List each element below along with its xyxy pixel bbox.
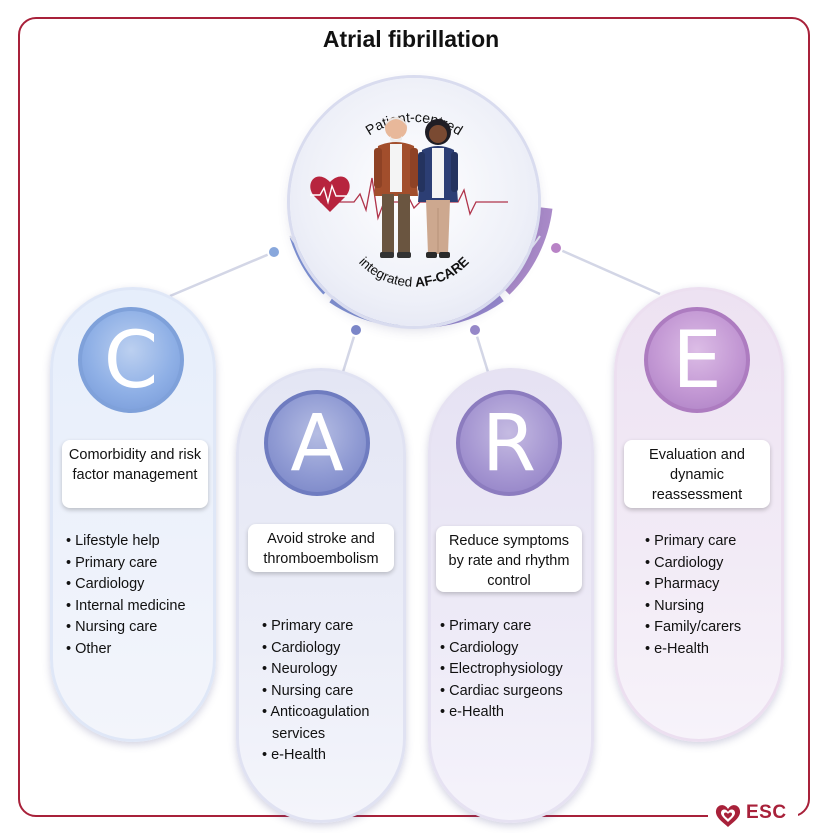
connector-dot-c — [267, 245, 281, 259]
list-item: • e-Health — [440, 704, 504, 720]
list-item: • Other — [66, 640, 112, 657]
arc-band-e — [500, 207, 553, 295]
letter-a-circle: A — [264, 390, 370, 496]
list-item: • Primary care — [645, 533, 737, 549]
list-item: • Neurology — [262, 661, 338, 677]
label-comorbidity: Comorbidity and risk factor management — [62, 440, 208, 508]
esc-logo-text: ESC — [746, 802, 787, 823]
list-item: • Primary care — [262, 618, 354, 634]
letter-e-circle: E — [644, 307, 750, 413]
list-item: • Nursing care — [66, 619, 158, 635]
esc-heart-logo-icon — [715, 805, 741, 827]
list-item: • Internal medicine — [66, 597, 186, 614]
diagram-title: Atrial fibrillation — [322, 26, 500, 52]
list-r: • Primary care • Cardiology • Electrophy… — [440, 616, 563, 724]
hub-bottom-text: integrated AF-CARE — [356, 254, 472, 290]
list-item: • Lifestyle help — [66, 533, 160, 549]
list-item: • Electrophysiology — [440, 661, 563, 677]
diagram-frame — [18, 17, 810, 817]
connector-dot-r — [468, 323, 482, 337]
list-item: • Cardiology — [645, 554, 724, 571]
list-item: • Primary care — [66, 554, 158, 571]
letter-c-circle: C — [78, 307, 184, 413]
esc-logo: ESC — [708, 798, 798, 832]
list-item: • Anticoagulation services — [262, 704, 370, 742]
label-avoid-stroke: Avoid stroke and thromboembolism — [248, 524, 394, 572]
list-item: • e-Health — [645, 640, 709, 657]
list-a: • Primary care • Cardiology • Neurology … — [262, 616, 402, 767]
list-item: • Cardiology — [440, 639, 519, 656]
letter-r-circle: R — [456, 390, 562, 496]
connector-dot-a — [349, 323, 363, 337]
list-item: • Family/carers — [645, 619, 742, 635]
list-item: • Pharmacy — [645, 576, 720, 592]
label-evaluation: Evaluation and dynamic reassessment — [624, 440, 770, 508]
patient-centred-hub: Patient-centred integrated AF-CARE — [290, 78, 538, 326]
heart-ecg-icon — [310, 176, 350, 212]
woman-figure — [418, 119, 458, 258]
label-reduce-symptoms: Reduce symptoms by rate and rhythm contr… — [436, 526, 582, 592]
list-item: • Cardiac surgeons — [440, 682, 563, 699]
svg-text:integrated AF-CARE: integrated AF-CARE — [356, 254, 472, 290]
connector-dot-e — [549, 241, 563, 255]
list-item: • Nursing care — [262, 682, 354, 699]
elderly-man-figure — [374, 117, 418, 258]
list-item: • e-Health — [262, 747, 326, 763]
list-item: • Primary care — [440, 618, 532, 634]
list-item: • Nursing — [645, 597, 705, 614]
list-item: • Cardiology — [66, 576, 145, 592]
list-e: • Primary care • Cardiology • Pharmacy •… — [645, 531, 741, 660]
list-c: • Lifestyle help • Primary care • Cardio… — [66, 531, 186, 660]
list-item: • Cardiology — [262, 639, 341, 656]
